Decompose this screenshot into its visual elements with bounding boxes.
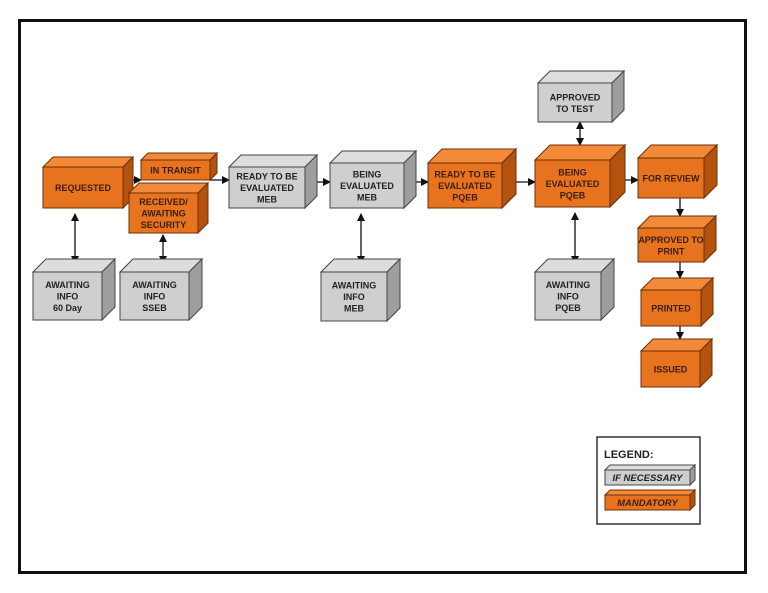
- box-label-line: PQEB: [560, 191, 586, 201]
- box-label-line: IN TRANSIT: [150, 166, 201, 176]
- box-label-line: EVALUATED: [340, 181, 394, 191]
- box-top-face: [533, 144, 627, 161]
- box-top-face: [227, 154, 319, 168]
- box-label-line: RECEIVED/: [139, 197, 188, 207]
- box-label-line: BEING: [558, 168, 587, 178]
- box-label-line: 60 Day: [53, 303, 82, 313]
- box-label-line: MEB: [257, 195, 278, 205]
- box-front-face: [42, 166, 124, 209]
- box-approved-to-test: APPROVED TO TEST: [536, 69, 626, 124]
- legend-item-mandatory: MANDATORY: [603, 488, 697, 512]
- legend-swatch-top: [603, 464, 697, 471]
- box-top-face: [636, 144, 719, 159]
- box-front-face: [637, 157, 705, 199]
- box-front-face: [534, 271, 602, 321]
- box-label-line: MEB: [357, 193, 378, 203]
- legend-swatch-top: [603, 489, 697, 496]
- box-label-line: REQUESTED: [55, 183, 112, 193]
- box-label-line: PRINTED: [651, 304, 691, 314]
- box-label-line: EVALUATED: [546, 179, 600, 189]
- connections-layer: [71, 121, 684, 340]
- box-printed: PRINTED: [639, 276, 715, 328]
- box-in-transit: IN TRANSIT: [139, 151, 219, 182]
- box-top-face: [31, 258, 117, 273]
- box-label-line: AWAITING: [546, 280, 591, 290]
- box-label-line: INFO: [557, 292, 579, 302]
- box-label-line: SSEB: [142, 303, 167, 313]
- box-label-line: AWAITING: [141, 209, 186, 219]
- box-front-face: [427, 162, 503, 209]
- box-front-face: [534, 159, 611, 208]
- box-label-line: MEB: [344, 304, 365, 314]
- box-top-face: [636, 215, 718, 229]
- legend-item-label: MANDATORY: [617, 498, 679, 509]
- legend-item-optional: IF NECESSARY: [603, 463, 697, 487]
- box-label-line: SECURITY: [141, 220, 187, 230]
- legend-swatch: [604, 469, 691, 486]
- box-label-line: EVALUATED: [438, 181, 492, 191]
- legend-item-label: IF NECESSARY: [612, 473, 684, 484]
- box-label-line: INFO: [343, 292, 365, 302]
- box-top-face: [118, 258, 204, 273]
- box-label-line: PQEB: [452, 193, 478, 203]
- box-label-line: BEING: [353, 170, 382, 180]
- box-label-line: INFO: [144, 292, 166, 302]
- box-top-face: [536, 70, 626, 84]
- box-front-face: [228, 166, 306, 209]
- box-front-face: [128, 192, 199, 234]
- box-front-face: [637, 227, 705, 263]
- box-front-face: [537, 82, 613, 123]
- box-label-line: ISSUED: [654, 365, 688, 375]
- box-label-line: INFO: [57, 292, 79, 302]
- box-front-face: [640, 350, 701, 388]
- box-top-face: [139, 152, 219, 161]
- legend-title: LEGEND:: [604, 449, 654, 461]
- box-front-face: [119, 271, 190, 321]
- box-top-face: [426, 148, 518, 164]
- box-label-line: EVALUATED: [240, 183, 294, 193]
- box-issued: ISSUED: [639, 337, 714, 389]
- box-front-face: [320, 271, 388, 322]
- box-front-face: [32, 271, 103, 321]
- box-top-face: [41, 156, 135, 168]
- legend: LEGEND: IF NECESSARY MANDATORY: [596, 436, 701, 525]
- box-for-review: FOR REVIEW: [636, 143, 719, 200]
- legend-swatch: [604, 494, 691, 511]
- box-label-line: FOR REVIEW: [642, 174, 700, 184]
- box-label-line: AWAITING: [332, 281, 377, 291]
- box-front-face: [140, 159, 211, 181]
- box-label-line: READY TO BE: [236, 172, 297, 182]
- box-requested: REQUESTED: [41, 155, 135, 210]
- box-label-line: PRINT: [658, 246, 686, 256]
- box-top-face: [319, 258, 402, 273]
- box-label-line: AWAITING: [132, 280, 177, 290]
- box-label-line: PQEB: [555, 303, 581, 313]
- box-front-face: [329, 162, 405, 209]
- box-label-line: APPROVED: [550, 92, 601, 102]
- box-label-line: TO TEST: [556, 104, 594, 114]
- box-label-line: APPROVED TO: [638, 235, 703, 245]
- box-label-line: READY TO BE: [434, 170, 495, 180]
- box-front-face: [640, 289, 702, 327]
- box-top-face: [127, 182, 210, 194]
- box-label-line: AWAITING: [45, 280, 90, 290]
- box-top-face: [328, 150, 418, 164]
- box-top-face: [533, 258, 616, 273]
